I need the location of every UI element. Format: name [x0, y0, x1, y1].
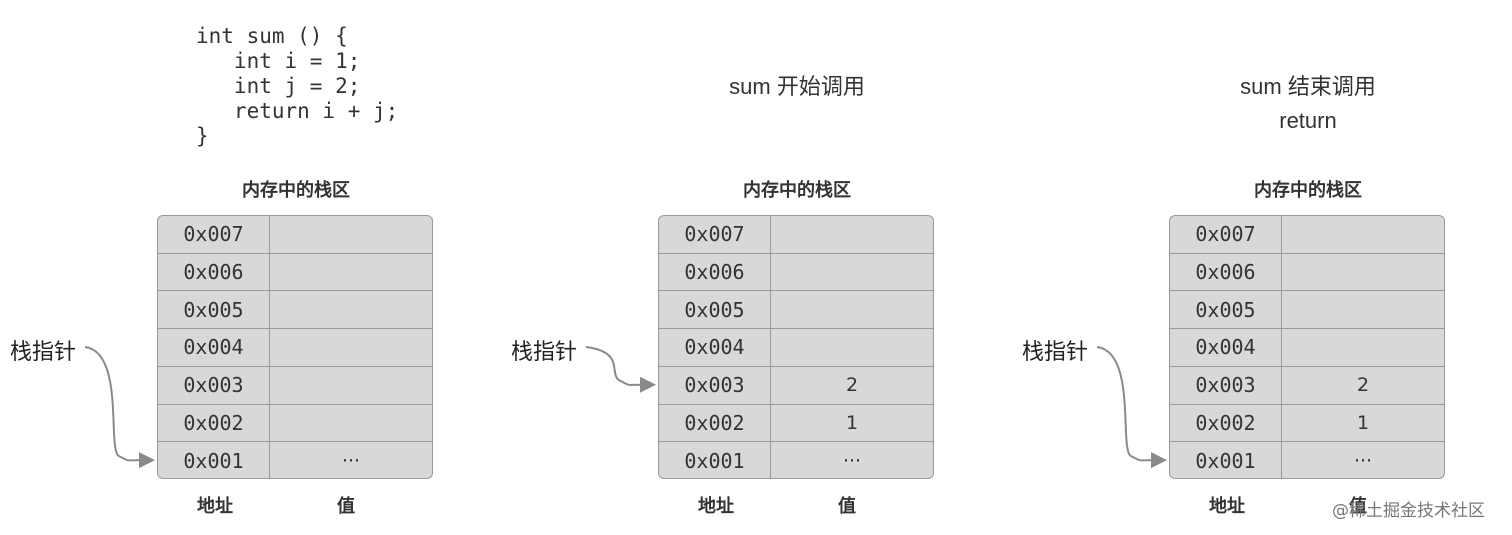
value-cell: 2 [845, 374, 859, 397]
address-cell: 0x002 [659, 404, 771, 442]
code-line: int j = 2; [196, 74, 361, 98]
address-column-label: 地址 [698, 496, 734, 517]
value-cell: ··· [842, 450, 862, 473]
code-line: int i = 1; [196, 49, 361, 73]
value-cell: ··· [1353, 450, 1373, 473]
address-cell: 0x002 [1170, 404, 1282, 442]
panel-caption: sum 结束调用 return [1158, 70, 1458, 138]
stack-row: 0x003 2 [659, 366, 933, 405]
stack-row: 0x003 2 [1170, 366, 1444, 405]
caption-line: sum 结束调用 [1240, 74, 1376, 99]
arrow-head [640, 376, 656, 393]
value-column-label: 值 [337, 496, 355, 517]
address-cell: 0x007 [158, 216, 270, 253]
stack-row: 0x007 [158, 216, 432, 254]
address-cell: 0x001 [659, 442, 771, 478]
stack-row: 0x004 [1170, 329, 1444, 367]
stack-row: 0x006 [1170, 253, 1444, 292]
stack-row: 0x004 [659, 329, 933, 367]
stack-title: 内存中的栈区 [242, 180, 350, 201]
code-snippet: int sum () { int i = 1; int j = 2; retur… [196, 24, 398, 149]
value-cell: 1 [1356, 411, 1370, 434]
value-column-label: 值 [1349, 496, 1367, 517]
stack-row: 0x004 [158, 329, 432, 367]
address-cell: 0x006 [659, 253, 771, 291]
stack-row: 0x001 ··· [1170, 442, 1444, 478]
address-cell: 0x006 [1170, 253, 1282, 291]
address-cell: 0x004 [659, 329, 771, 366]
stack-row: 0x002 1 [659, 404, 933, 443]
arrow-line [1096, 346, 1154, 462]
code-line: int sum () { [196, 24, 348, 48]
stack-row: 0x001 ··· [659, 442, 933, 478]
address-cell: 0x001 [1170, 442, 1282, 478]
address-cell: 0x005 [1170, 291, 1282, 329]
address-cell: 0x003 [1170, 366, 1282, 404]
stack-pointer-label: 栈指针 [10, 340, 77, 365]
stack-pointer-label: 栈指针 [1022, 340, 1089, 365]
arrow-line [585, 346, 643, 387]
stack-row: 0x006 [158, 253, 432, 292]
stack-title: 内存中的栈区 [743, 180, 851, 201]
arrow-line [84, 346, 142, 462]
address-cell: 0x007 [1170, 216, 1282, 253]
stack-row: 0x003 [158, 366, 432, 405]
address-column-label: 地址 [197, 496, 233, 517]
address-cell: 0x005 [659, 291, 771, 329]
address-cell: 0x003 [659, 366, 771, 404]
address-cell: 0x003 [158, 366, 270, 404]
address-cell: 0x002 [158, 404, 270, 442]
stack-row: 0x001 ··· [158, 442, 432, 478]
address-cell: 0x001 [158, 442, 270, 478]
address-cell: 0x005 [158, 291, 270, 329]
address-column-label: 地址 [1209, 496, 1245, 517]
code-line: return i + j; [196, 99, 399, 123]
stack-row: 0x002 1 [1170, 404, 1444, 443]
address-cell: 0x004 [158, 329, 270, 366]
panel-caption: sum 开始调用 [647, 70, 947, 104]
stack-row: 0x005 [158, 291, 432, 330]
value-cell: 2 [1356, 374, 1370, 397]
caption-line: sum 开始调用 [729, 74, 865, 99]
code-line: } [196, 124, 209, 148]
value-cell: 1 [845, 411, 859, 434]
stack-row: 0x007 [1170, 216, 1444, 254]
address-cell: 0x006 [158, 253, 270, 291]
stack-pointer-label: 栈指针 [511, 340, 578, 365]
caption-line: return [1279, 108, 1337, 133]
value-cell: ··· [341, 450, 361, 473]
address-cell: 0x004 [1170, 329, 1282, 366]
stack-row: 0x006 [659, 253, 933, 292]
value-column-label: 值 [838, 496, 856, 517]
arrow-head [1151, 452, 1167, 469]
watermark: @稀土掘金技术社区 [1332, 501, 1485, 521]
stack-row: 0x005 [1170, 291, 1444, 330]
stack-row: 0x002 [158, 404, 432, 443]
address-cell: 0x007 [659, 216, 771, 253]
stack-row: 0x007 [659, 216, 933, 254]
stack-title: 内存中的栈区 [1254, 180, 1362, 201]
arrow-head [139, 452, 155, 469]
stack-row: 0x005 [659, 291, 933, 330]
